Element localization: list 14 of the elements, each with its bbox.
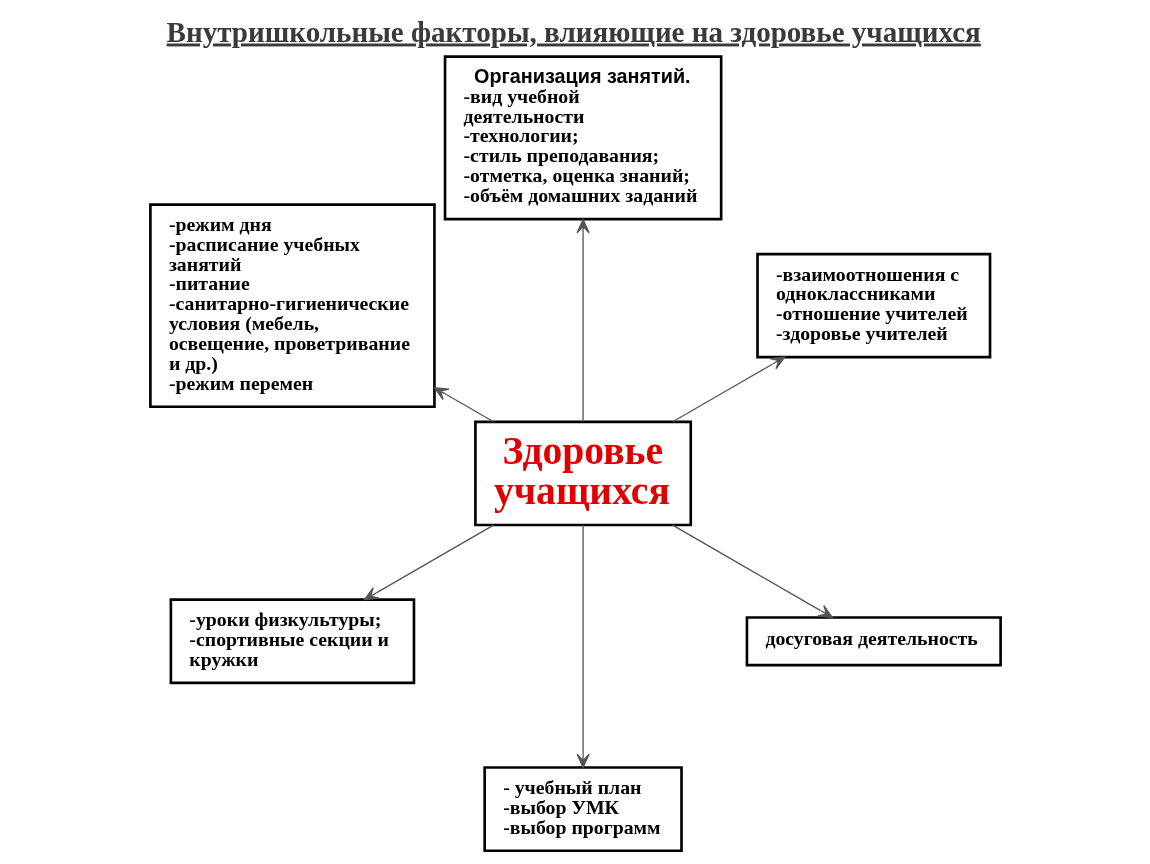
node-box: -режим дня -расписание учебных занятий -питание -санитарно-гигиенические условия (мебель, освещение, проветривание и др.) -режим перемен	[148, 202, 436, 408]
node-box: Организация занятий. -вид учебной деятельности -технологии; -стиль преподавания; -отметка, оценка знаний; -объём домашних заданий	[443, 54, 722, 220]
node-box: досуговая деятельность	[745, 615, 1002, 666]
diagram-title: Внутришкольные факторы, влияющие на здоровье учащихся	[166, 15, 981, 47]
arrow	[671, 356, 785, 422]
node-box: -взаимоотношения с одноклассниками -отношение учителей -здоровье учителей	[755, 252, 991, 358]
node-box: Здоровье учащихся	[473, 420, 692, 526]
arrow	[363, 524, 494, 600]
node-box: -уроки физкультуры; -спортивные секции и кружки	[169, 597, 415, 684]
arrow	[576, 218, 590, 422]
node-box: - учебный план -выбор УМК -выбор программ	[482, 765, 683, 852]
arrow	[433, 386, 494, 422]
arrow	[576, 524, 590, 768]
arrow	[671, 524, 833, 618]
